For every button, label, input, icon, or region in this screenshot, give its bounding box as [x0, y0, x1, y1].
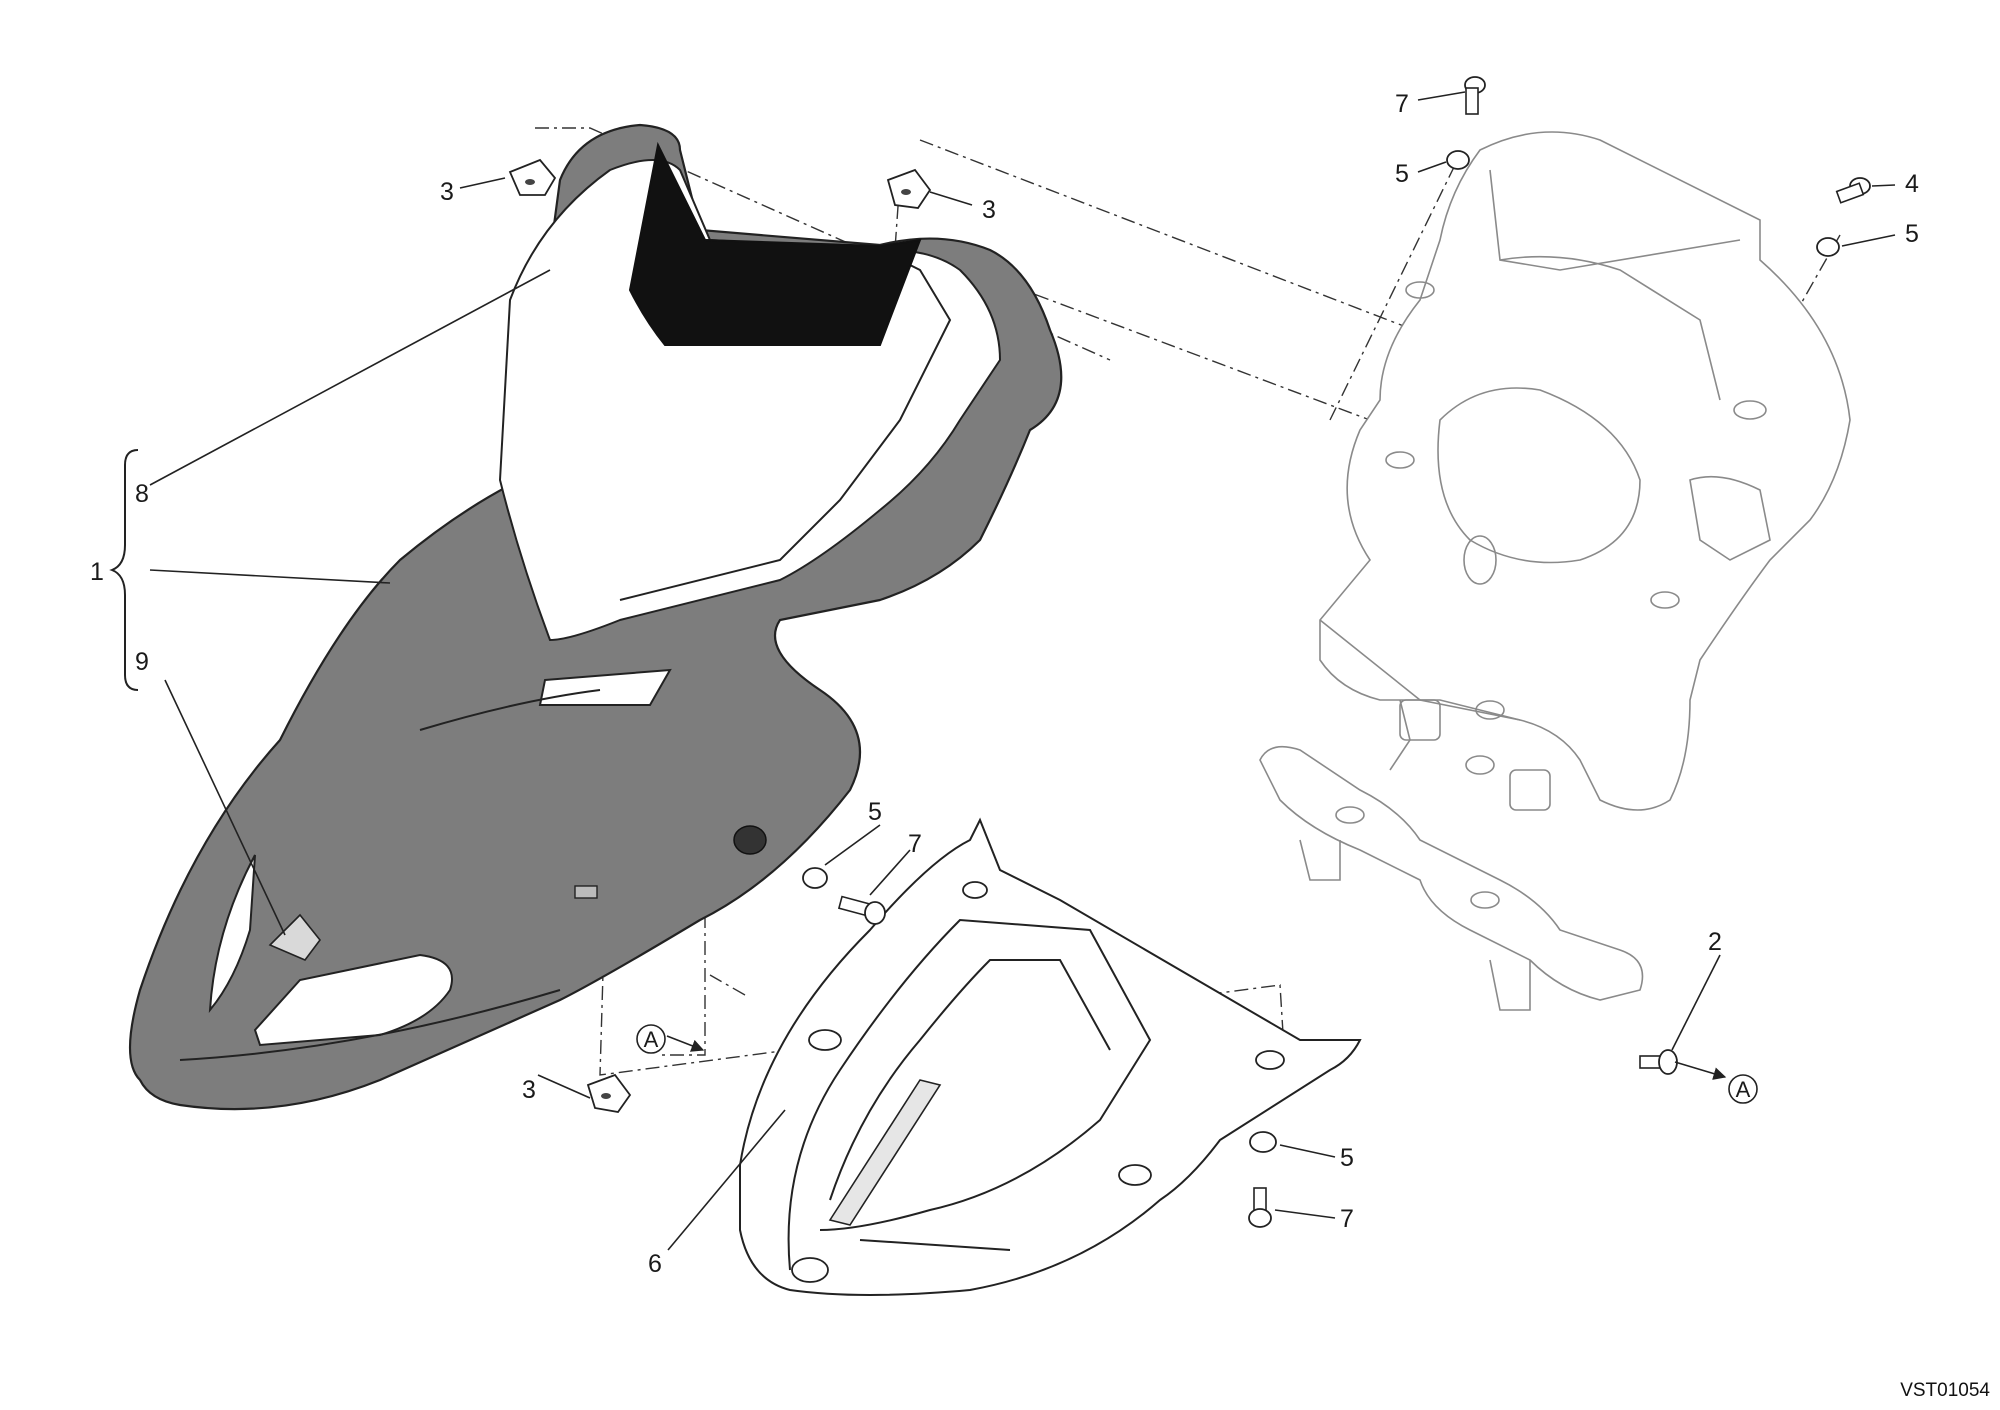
washer-lower: [1249, 1131, 1277, 1153]
callout-3-lower: 3: [522, 1076, 536, 1104]
callout-6: 6: [648, 1250, 662, 1278]
reference-marker-a-right: A: [1728, 1074, 1758, 1104]
callout-1: 1: [90, 558, 104, 586]
washer-mid: [802, 867, 828, 889]
cage-nut-upper-center: [886, 168, 932, 209]
screw-mid: [837, 895, 886, 925]
callout-9: 9: [135, 648, 149, 676]
rear-subframe-ghost: [1259, 131, 1851, 1011]
callout-5-right: 5: [1905, 220, 1919, 248]
svg-text:A: A: [1736, 1077, 1751, 1102]
cage-nut-lower: [586, 1073, 632, 1113]
screw-top: [1464, 76, 1486, 115]
callout-4: 4: [1905, 170, 1919, 198]
svg-text:A: A: [644, 1027, 659, 1052]
callout-5-mid: 5: [868, 798, 882, 826]
undertray: [739, 817, 1362, 1296]
washer-right: [1816, 237, 1840, 257]
callout-5-lower: 5: [1340, 1144, 1354, 1172]
callout-3-upper-center: 3: [982, 196, 996, 224]
callout-7-lower: 7: [1340, 1205, 1354, 1233]
cage-nut-upper-left: [508, 158, 557, 196]
group-brace: [109, 449, 139, 691]
screw-right: [1835, 177, 1871, 204]
tail-cover: [128, 123, 1063, 1111]
screw-lower: [1248, 1187, 1272, 1228]
callout-2: 2: [1708, 928, 1722, 956]
callout-7-mid: 7: [908, 830, 922, 858]
leader-lines: [149, 91, 1896, 1251]
callout-5-top: 5: [1395, 160, 1409, 188]
washer-top: [1446, 150, 1470, 170]
drawing-code: VST01054: [1900, 1380, 1990, 1401]
screw-bracket: [1639, 1049, 1678, 1075]
callout-7-top: 7: [1395, 90, 1409, 118]
hardware-parts: [508, 76, 1871, 1228]
callout-3-upper-left: 3: [440, 178, 454, 206]
callout-labels: 1 8 9 3 3 3 5 7 6 7 5 4 5 2 5 7: [90, 90, 1919, 1278]
callout-8: 8: [135, 480, 149, 508]
reference-marker-a-left: A: [636, 1024, 705, 1054]
